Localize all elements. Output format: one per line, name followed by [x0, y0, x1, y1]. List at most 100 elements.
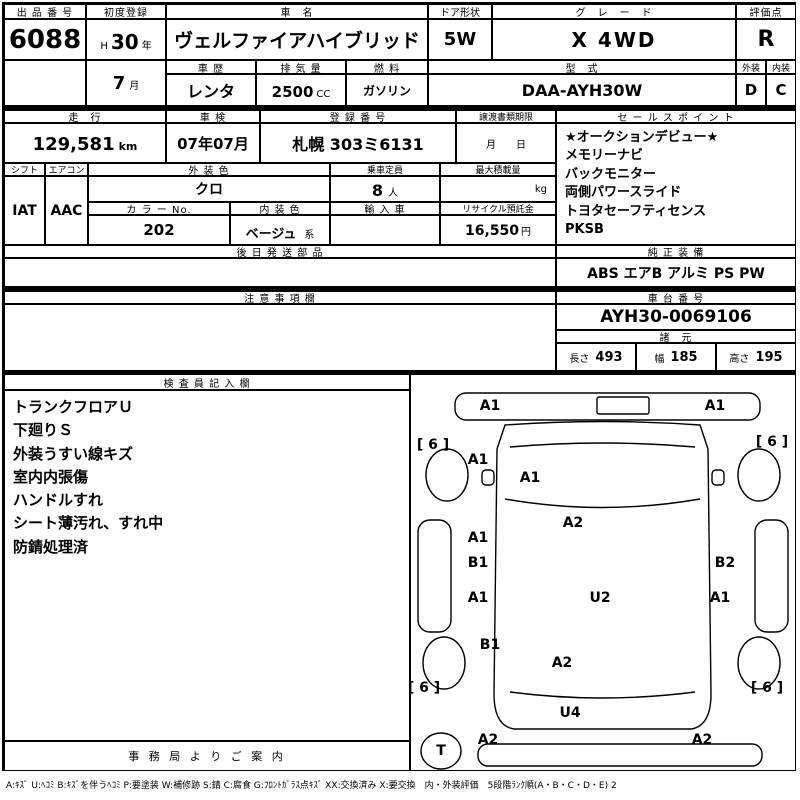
auction-no-spare-cell	[4, 60, 86, 106]
cowl-line	[509, 442, 696, 448]
damage-code: A2	[551, 655, 573, 671]
displacement-label: 排 気 量	[256, 60, 346, 75]
capacity-unit: 人	[388, 188, 399, 199]
color-no-label: カ ラ ー No.	[88, 202, 230, 216]
transfer-deadline-label: 譲渡書類期限	[456, 110, 556, 123]
interior-color: ベージュ	[245, 227, 297, 242]
body-outline-shape	[493, 420, 712, 730]
exterior-color: クロ	[88, 176, 330, 202]
sales-points-label: セ ー ル ス ポ イ ン ト	[556, 110, 796, 124]
grade-label: グ レ ー ド	[492, 4, 736, 19]
interior-color-label: 内 装 色	[230, 202, 330, 216]
first-registration-label: 初度登録	[86, 4, 166, 19]
height-label: 高さ	[729, 353, 750, 365]
mileage-unit: km	[118, 140, 138, 153]
mileage-value: 129,581	[32, 134, 115, 155]
length-label: 長さ	[569, 353, 590, 365]
damage-code: A1	[479, 398, 501, 414]
damage-code: [ 6 ]	[750, 680, 784, 696]
era-code: H	[100, 41, 108, 52]
auction-no: 6088	[4, 19, 86, 60]
damage-code: A2	[691, 732, 713, 748]
import-value	[330, 215, 440, 245]
displacement-unit: CC	[316, 89, 331, 100]
rating-score: R	[736, 19, 796, 60]
genuine-equipment-label: 純 正 装 備	[556, 245, 796, 259]
width-value: 185	[670, 349, 698, 365]
exterior-grade: D	[736, 74, 766, 106]
inspector-notes-label: 検 査 員 記 入 欄	[4, 374, 410, 390]
spare-tire-shape	[420, 732, 462, 770]
damage-code: [ 6 ]	[755, 434, 789, 450]
damage-code: A2	[562, 515, 584, 531]
damage-code: B1	[479, 637, 501, 653]
notice-label: 注 意 事 項 欄	[4, 291, 556, 305]
displacement-cell: 2500 CC	[256, 74, 346, 106]
right-mirror-shape	[711, 469, 725, 486]
damage-code: [ 6 ]	[407, 680, 441, 696]
windshield-base-line	[504, 498, 701, 509]
recycle-deposit: 16,550	[464, 223, 520, 239]
interior-color-suffix: 系	[304, 230, 315, 241]
section-divider	[2, 371, 796, 374]
damage-code: [ 6 ]	[416, 437, 450, 453]
interior-color-cell: ベージュ 系	[230, 215, 330, 245]
damage-code: A1	[519, 470, 541, 486]
inspector-note: シート薄汚れ、すれ中	[13, 514, 164, 533]
payload-unit: kg	[440, 176, 556, 202]
damage-code: T	[436, 743, 446, 759]
dim-length-cell: 長さ 493	[556, 343, 636, 371]
mileage-cell: 129,581 km	[4, 123, 166, 163]
shift-label: シフト	[4, 163, 45, 176]
damage-code: A2	[477, 732, 499, 748]
left-door-panel-shape	[417, 519, 452, 633]
car-name: ヴェルファイアハイブリッド	[166, 19, 428, 60]
door-shape-label: ドア形状	[428, 4, 492, 19]
inspector-note: ハンドルすれ	[13, 491, 104, 509]
sales-point-item: 両側パワースライド	[565, 185, 682, 201]
recycle-deposit-cell: 16,550 円	[440, 215, 556, 245]
notice-area	[4, 304, 556, 371]
damage-code-legend: A:ｷｽﾞ U:ﾍｺﾐ B:ｷｽﾞを伴うﾍｺﾐ P:要塗装 W:補修跡 S:錆 …	[6, 781, 617, 791]
later-parts-area	[4, 258, 556, 287]
inspector-note: 下廻りＳ	[13, 421, 74, 440]
registration-no: 札幌 303ミ6131	[260, 123, 456, 163]
aircon-label: エアコン	[45, 163, 88, 176]
car-outline	[417, 392, 789, 770]
first-reg-year: 30	[110, 30, 139, 54]
grade: X 4WD	[492, 19, 736, 60]
model-code-label: 型 式	[428, 60, 736, 75]
rear-window-line	[509, 691, 696, 699]
width-label: 幅	[654, 353, 665, 365]
later-parts-label: 後 日 発 送 部 品	[4, 245, 556, 259]
interior-grade: C	[766, 74, 796, 106]
month-suffix: 月	[129, 81, 140, 92]
rear-left-wheel-shape	[422, 636, 466, 690]
sales-point-item: ★オークションデビュー★	[565, 130, 719, 145]
inspector-note: 防錆処理済	[13, 537, 89, 556]
left-mirror-shape	[481, 469, 495, 486]
door-shape: 5W	[428, 19, 492, 60]
capacity-value: 8	[371, 181, 384, 200]
capacity-cell: 8 人	[330, 176, 440, 202]
inspection-value: 07年07月	[166, 123, 260, 163]
sales-point-item: バックモニター	[565, 166, 657, 182]
dim-height-cell: 高さ 195	[716, 343, 796, 371]
mileage-label: 走 行	[4, 110, 166, 124]
payload-label: 最大積載量	[440, 163, 556, 176]
inspector-notes-list: トランクフロアＵ 下廻りＳ 外装うすい線キズ 室内内張傷 ハンドルすれ シート薄…	[4, 390, 410, 741]
length-value: 493	[595, 349, 623, 365]
front-left-wheel-shape	[425, 448, 469, 502]
section-divider	[2, 287, 796, 291]
damage-code: A1	[704, 398, 726, 414]
capacity-label: 乗車定員	[330, 163, 440, 176]
interior-grade-label: 内装	[766, 60, 796, 74]
history-value: レンタ	[166, 74, 256, 106]
damage-code: B1	[467, 555, 489, 571]
transfer-deadline-value: 月 日	[456, 123, 556, 163]
spec-dimensions-label: 諸 元	[556, 330, 796, 344]
exterior-grade-label: 外装	[736, 60, 766, 74]
fuel-value: ガソリン	[346, 74, 428, 106]
